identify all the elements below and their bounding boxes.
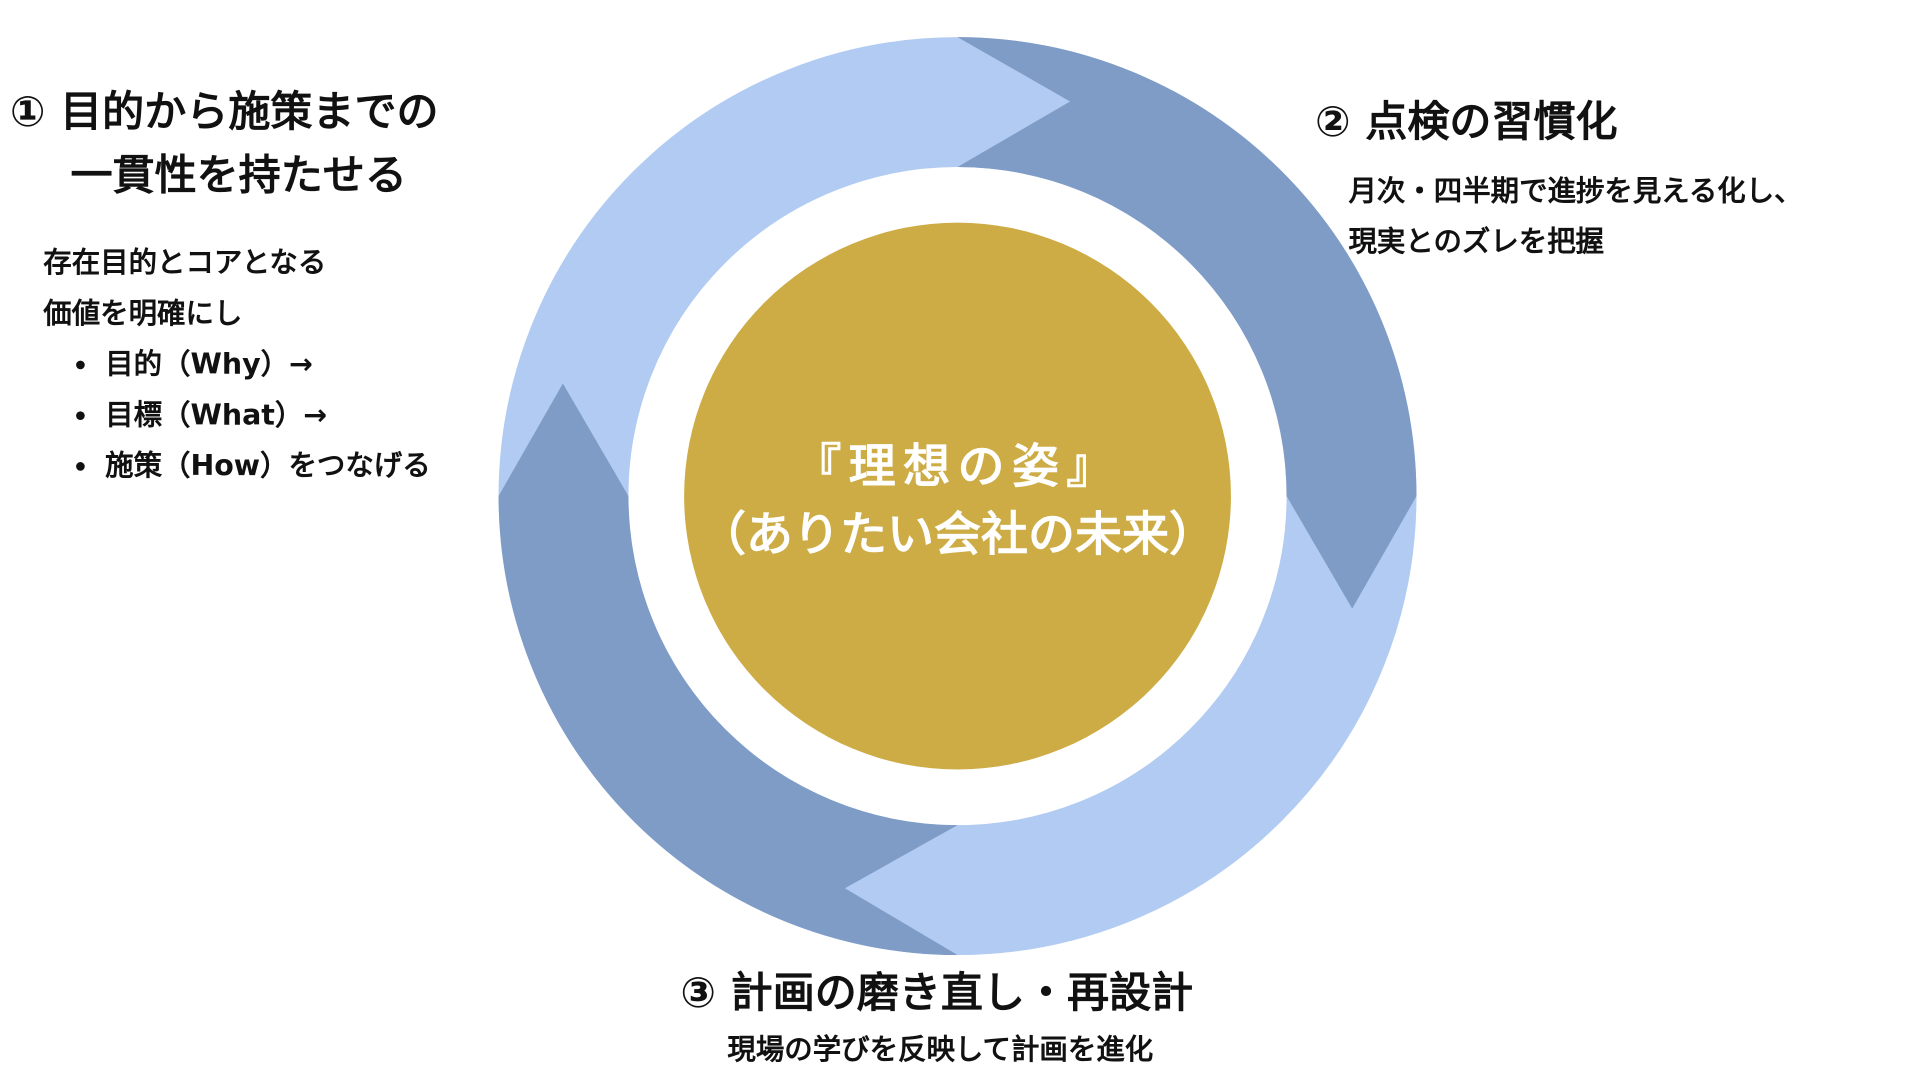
step1-bullet-what: 目標（What）→ [105, 398, 327, 431]
bullet-dot [76, 462, 85, 471]
step3-title: ③ 計画の磨き直し・再設計 [680, 968, 1193, 1017]
step2-body-line1: 月次・四半期で進捗を見える化し、 [1347, 174, 1802, 207]
step1-bullet-how: 施策（How）をつなげる [105, 449, 431, 482]
step2-body-line2: 現実とのズレを把握 [1348, 225, 1604, 258]
step1-bullet-why: 目的（Why）→ [105, 348, 313, 381]
center-title: 『理想の姿』 [794, 439, 1121, 494]
ring-arrow-bottom-left [498, 383, 958, 956]
step1-body-line1: 存在目的とコアとなる [43, 246, 326, 279]
ring-arrow-top-right [957, 37, 1417, 609]
center-circle [684, 222, 1231, 770]
step1-body-line2: 価値を明確にし [42, 297, 242, 330]
center-subtitle: （ありたい会社の未来） [699, 508, 1216, 563]
step2-title: ② 点検の習慣化 [1315, 97, 1618, 146]
step1-title-line1: ① 目的から施策までの [10, 87, 439, 136]
bullet-dot [76, 360, 85, 370]
step1-title-line2: 一貫性を持たせる [71, 150, 407, 199]
step3-body: 現場の学びを反映して計画を進化 [727, 1033, 1153, 1066]
bullet-dot [76, 411, 85, 420]
